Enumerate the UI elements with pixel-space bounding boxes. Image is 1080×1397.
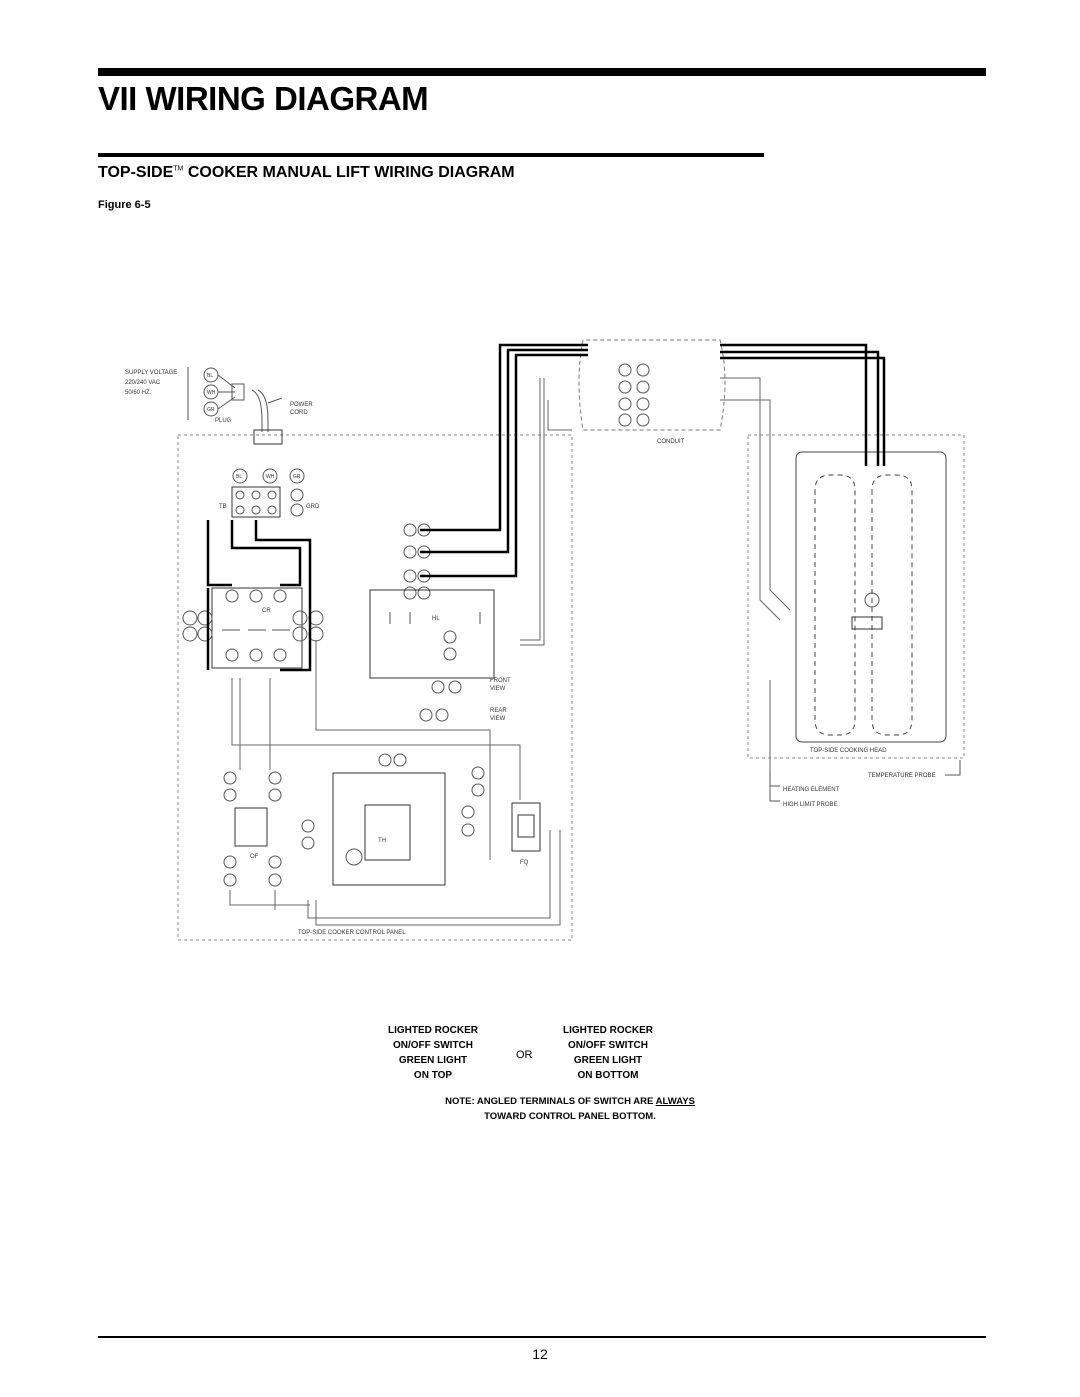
page-number: 12 [532, 1346, 548, 1362]
control-panel-outline [177, 434, 573, 941]
note-prefix: NOTE: ANGLED TERMINALS OF SWITCH ARE [445, 1096, 656, 1107]
subsection-title: TOP-SIDETM COOKER MANUAL LIFT WIRING DIA… [98, 164, 515, 182]
power-cord [251, 389, 269, 432]
ground-screw-2 [290, 503, 304, 517]
subsection-title-brand: TOP-SIDE [98, 164, 174, 181]
supply-label-2: 220/240 VAC [125, 380, 161, 386]
heating-element-loop-1 [814, 474, 856, 736]
note-line: LIGHTED ROCKER [563, 1025, 653, 1036]
or-separator: OR [516, 1049, 533, 1061]
note-line: ON TOP [413, 1070, 453, 1081]
section-title: VII WIRING DIAGRAM [98, 80, 429, 117]
note-line: ON/OFF SWITCH [568, 1040, 648, 1051]
wire-color-label: BL [207, 373, 213, 379]
trademark-mark: TM [173, 165, 184, 173]
heating-element-loop-2 [871, 474, 913, 736]
supply-label-1: SUPPLY VOLTAGE [125, 370, 177, 376]
note-line: ON BOTTOM [577, 1070, 639, 1081]
note-emphasis: ALWAYS [655, 1096, 695, 1107]
footer-rule [98, 1336, 986, 1338]
tb-wire-gr [289, 468, 305, 484]
conduit-label: CONDUIT [657, 439, 685, 445]
supply-label-3: 50/60 HZ. [125, 390, 152, 396]
heating-element-label: HEATING ELEMENT [783, 787, 840, 793]
tb-screw-l1b [235, 505, 245, 515]
rear-view-label-1: REAR [490, 708, 507, 714]
section-rule [98, 68, 986, 76]
fuse-block [511, 802, 541, 852]
tb-screw-l2b [251, 505, 261, 515]
temperature-probe-block [851, 616, 883, 630]
wire-color-label: WH [207, 390, 216, 396]
note-line: GREEN LIGHT [398, 1055, 468, 1066]
grd-label: GRD [306, 504, 320, 510]
conduit-outline [578, 339, 726, 431]
tb-wire-color-label: WH [266, 474, 275, 480]
cooking-head-label: TOP-SIDE COOKING HEAD [810, 748, 887, 754]
power-cord-leader [267, 397, 283, 404]
tb-screw-l2 [251, 490, 261, 500]
note-line: LIGHTED ROCKER [388, 1025, 478, 1036]
heating-plate [795, 451, 947, 743]
tb-label: TB [219, 504, 227, 510]
switch-orientation-note: NOTE: ANGLED TERMINALS OF SWITCH ARE ALW… [380, 1094, 760, 1124]
tb-wire-wh [262, 468, 278, 484]
tb-wire-color-label: GR [293, 474, 301, 480]
note-line: GREEN LIGHT [573, 1055, 643, 1066]
note-switch-bottom: LIGHTED ROCKER ON/OFF SWITCH GREEN LIGHT… [543, 1023, 673, 1083]
on-off-switch [234, 807, 268, 847]
front-view-label-2: VIEW [490, 686, 506, 692]
hl-label: HL [432, 616, 440, 622]
contactor-cr [211, 587, 303, 669]
ground-screw [290, 488, 304, 502]
plug-label: PLUG [215, 418, 232, 424]
plug-body [231, 383, 245, 401]
of-label: OF [250, 854, 259, 860]
tb-screw-l3b [267, 505, 277, 515]
note-switch-top: LIGHTED ROCKER ON/OFF SWITCH GREEN LIGHT… [368, 1023, 498, 1083]
hi-limit-box [369, 589, 495, 679]
figure-label: Figure 6-5 [98, 199, 151, 211]
thermostat-box [332, 772, 446, 886]
power-cord-label-1: POWER [290, 402, 313, 408]
temperature-probe-label: TEMPERATURE PROBE [868, 773, 936, 779]
cooking-head-outline [747, 434, 965, 759]
cord-grip [253, 429, 283, 445]
rear-view-label-2: VIEW [490, 716, 506, 722]
tb-screw-l3 [267, 490, 277, 500]
tb-wire-bl [232, 468, 248, 484]
tb-screw-l1 [235, 490, 245, 500]
fq-label: FQ [520, 860, 529, 866]
note-line-2: TOWARD CONTROL PANEL BOTTOM. [484, 1111, 656, 1122]
subsection-rule [98, 153, 764, 157]
subsection-title-rest: COOKER MANUAL LIFT WIRING DIAGRAM [183, 164, 515, 181]
high-limit-probe-label: HIGH LIMIT PROBE [783, 802, 838, 808]
front-view-label-1: FRONT [490, 678, 511, 684]
cr-label: CR [262, 608, 271, 614]
terminal-block [231, 486, 281, 518]
thermostat-label: TH [378, 838, 386, 844]
note-line: ON/OFF SWITCH [393, 1040, 473, 1051]
power-cord-label-2: CORD [290, 410, 308, 416]
tb-wire-color-label: BL [236, 474, 242, 480]
control-panel-label: TOP-SIDE COOKER CONTROL PANEL [298, 930, 406, 936]
wire-color-label: GR [207, 407, 215, 413]
